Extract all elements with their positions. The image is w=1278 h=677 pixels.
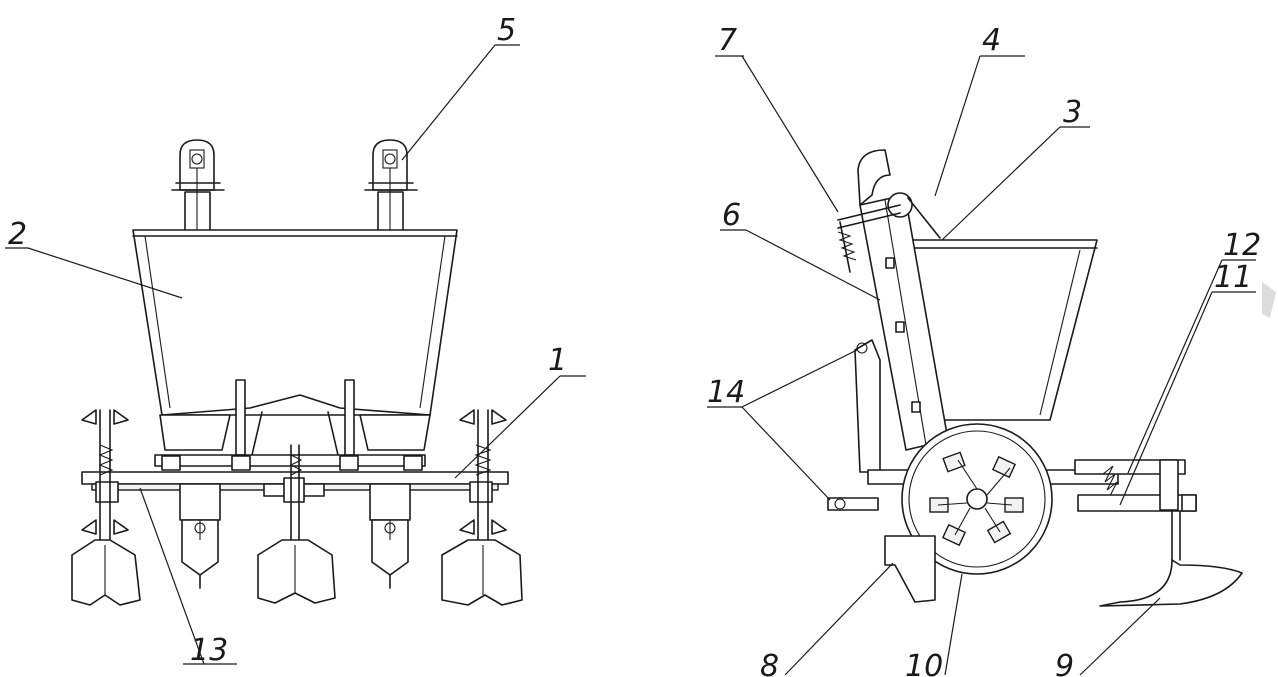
label-13: 13: [190, 633, 228, 668]
label-14: 14: [707, 375, 745, 410]
side-tensioner: [837, 221, 857, 273]
hitch-unit-right: [364, 139, 418, 232]
label-11: 11: [1214, 260, 1252, 295]
label-2: 2: [8, 217, 27, 252]
side-share: [1099, 559, 1243, 607]
front-leader-lines: [5, 44, 586, 665]
edge-mark: [1262, 282, 1276, 318]
label-4: 4: [982, 23, 1001, 58]
front-opener-center: [257, 444, 336, 604]
label-7: 7: [718, 23, 737, 58]
side-rear-post: [827, 339, 881, 511]
label-6: 6: [722, 198, 741, 233]
side-spring: [1102, 465, 1118, 499]
label-5: 5: [497, 13, 516, 48]
label-9: 9: [1055, 649, 1074, 677]
front-upper-bar: [154, 454, 426, 467]
hitch-unit-left: [171, 139, 225, 232]
side-coulter: [884, 535, 936, 603]
label-10: 10: [905, 649, 943, 677]
side-elevator: [837, 149, 949, 451]
label-3: 3: [1063, 95, 1082, 130]
front-seed-shoes: [181, 519, 409, 589]
label-1: 1: [548, 343, 567, 378]
front-opener-left: [71, 409, 141, 606]
side-wheel: [901, 423, 1053, 575]
front-frame-beam: [81, 455, 509, 521]
front-hopper: [132, 229, 458, 451]
front-view: 1 2 5 13: [5, 13, 586, 668]
front-hopper-mounts: [184, 191, 404, 233]
label-12: 12: [1223, 228, 1261, 263]
front-uprights: [235, 379, 355, 456]
side-hiller-bracket: [1077, 459, 1197, 561]
side-hopper: [894, 239, 1098, 421]
side-view: 3 4 6 7 8 9 10 11 12 14: [707, 23, 1261, 677]
label-8: 8: [760, 649, 779, 677]
front-opener-right: [441, 409, 523, 606]
side-leader-lines: [707, 55, 1256, 676]
